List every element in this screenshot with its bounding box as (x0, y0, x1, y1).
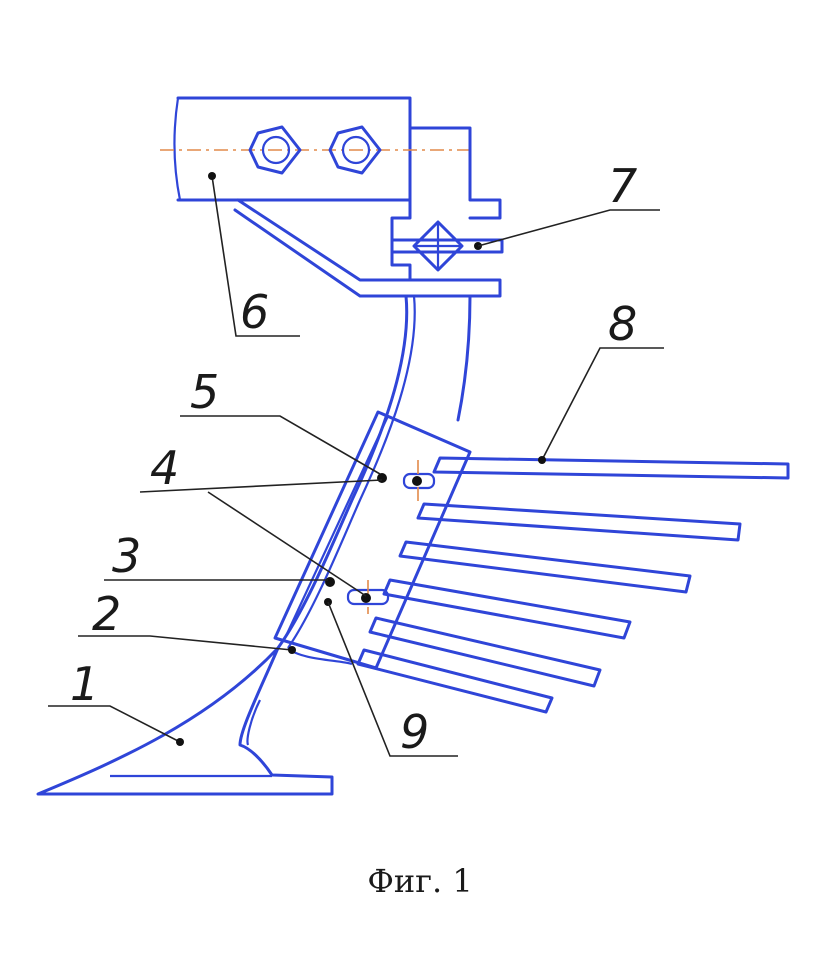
label-9: 9 (400, 705, 429, 759)
label-6: 6 (240, 285, 269, 339)
tine-3 (398, 540, 692, 594)
label-1: 1 (70, 657, 99, 711)
leader-lines (48, 172, 664, 757)
label-5: 5 (190, 365, 219, 419)
tine-5 (368, 616, 602, 688)
tine-1 (432, 456, 790, 480)
label-7: 7 (608, 159, 637, 213)
tine-6 (356, 648, 554, 714)
tines (356, 456, 790, 714)
mounting-bracket (233, 126, 502, 298)
bolt-head-left (248, 125, 302, 175)
label-2: 2 (92, 587, 121, 641)
label-3: 3 (112, 529, 141, 583)
fasteners (324, 460, 436, 614)
tine-2 (416, 502, 742, 542)
tine-4 (382, 578, 632, 640)
bolt-head-right (328, 125, 382, 175)
reference-numerals: 1 2 3 4 5 6 7 8 9 (70, 159, 637, 759)
frame-beam (160, 96, 470, 202)
label-4: 4 (150, 441, 179, 495)
label-8: 8 (608, 297, 637, 351)
figure-caption: Фиг. 1 (367, 862, 473, 900)
joint-7 (390, 220, 504, 272)
curved-shank (276, 294, 472, 650)
